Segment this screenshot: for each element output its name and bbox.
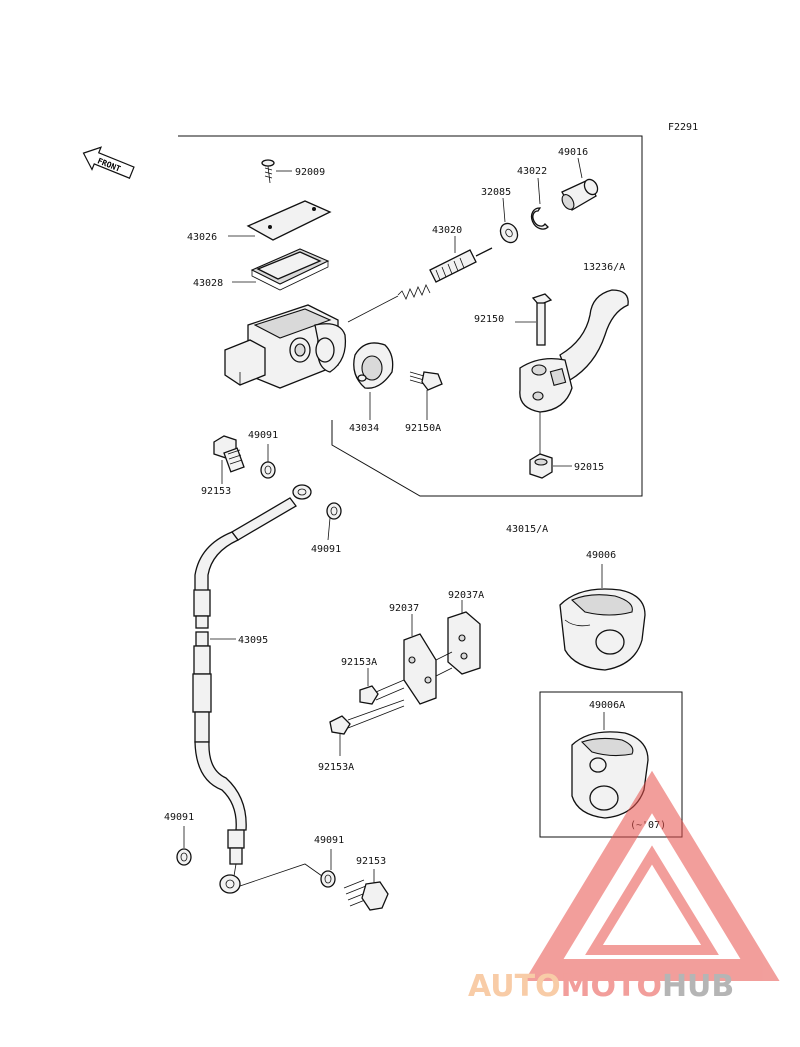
brake-lever-13236A bbox=[519, 289, 629, 413]
boot-49016 bbox=[561, 178, 599, 211]
piston-43020 bbox=[397, 247, 493, 300]
master-cylinder-assembly-frame bbox=[178, 135, 643, 497]
label-92015: 92015 bbox=[574, 462, 604, 473]
label-13236A: 13236/A bbox=[583, 262, 625, 273]
reservoir-cap-43026 bbox=[246, 200, 332, 241]
label-43034: 43034 bbox=[349, 423, 379, 434]
bracket-92037 bbox=[403, 633, 437, 705]
cover-49006 bbox=[559, 588, 646, 671]
label-92150A: 92150A bbox=[405, 423, 441, 434]
washer-49091-mid bbox=[326, 502, 342, 520]
bolt-92153A-lower bbox=[329, 699, 405, 735]
note-07: (~'07) bbox=[630, 820, 666, 831]
cover-49006A-box bbox=[539, 691, 683, 838]
pivot-bolt-92150 bbox=[531, 293, 553, 346]
label-49091-top: 49091 bbox=[248, 430, 278, 441]
master-cylinder-body bbox=[224, 304, 347, 389]
washer-49091-bot bbox=[320, 870, 336, 888]
label-49091-left: 49091 bbox=[164, 812, 194, 823]
circlip-43022 bbox=[530, 207, 549, 230]
label-43020: 43020 bbox=[432, 225, 462, 236]
label-92153-bot: 92153 bbox=[356, 856, 386, 867]
washer-32085 bbox=[499, 222, 519, 244]
label-32085: 32085 bbox=[481, 187, 511, 198]
label-49091-bot: 49091 bbox=[314, 835, 344, 846]
label-43022: 43022 bbox=[517, 166, 547, 177]
label-43028: 43028 bbox=[193, 278, 223, 289]
label-43095: 43095 bbox=[238, 635, 268, 646]
label-49006: 49006 bbox=[586, 550, 616, 561]
washer-49091-left bbox=[176, 848, 192, 866]
logo-text-auto: AUTOMOTOHUB bbox=[468, 969, 734, 1004]
label-92153-top: 92153 bbox=[201, 486, 231, 497]
figure-code: F2291 bbox=[668, 122, 698, 133]
brake-hose-43095 bbox=[192, 484, 312, 894]
label-49016: 49016 bbox=[558, 147, 588, 158]
label-92037A: 92037A bbox=[448, 590, 484, 601]
bolt-92153A-upper bbox=[359, 679, 405, 705]
label-49091-mid: 49091 bbox=[311, 544, 341, 555]
label-92009: 92009 bbox=[295, 167, 325, 178]
bolt-92150A bbox=[409, 371, 443, 391]
label-92153A-2: 92153A bbox=[318, 762, 354, 773]
label-92037: 92037 bbox=[389, 603, 419, 614]
front-arrow-icon: FRONT bbox=[82, 146, 135, 179]
washer-49091-top bbox=[260, 461, 276, 479]
banjo-bolt-92153-top bbox=[213, 435, 245, 473]
label-49006A: 49006A bbox=[589, 700, 625, 711]
screw-92009 bbox=[261, 159, 275, 184]
bracket-92037A bbox=[447, 611, 481, 675]
clamp-43034 bbox=[353, 342, 394, 389]
label-43026: 43026 bbox=[187, 232, 217, 243]
label-43015A: 43015/A bbox=[506, 524, 548, 535]
label-92153A-1: 92153A bbox=[341, 657, 377, 668]
label-92150: 92150 bbox=[474, 314, 504, 325]
nut-92015 bbox=[529, 453, 553, 479]
banjo-bolt-92153-bot bbox=[343, 879, 389, 911]
automotohub-logo: AUTOMOTOHUB bbox=[468, 770, 780, 1004]
diaphragm-43028 bbox=[250, 248, 330, 291]
